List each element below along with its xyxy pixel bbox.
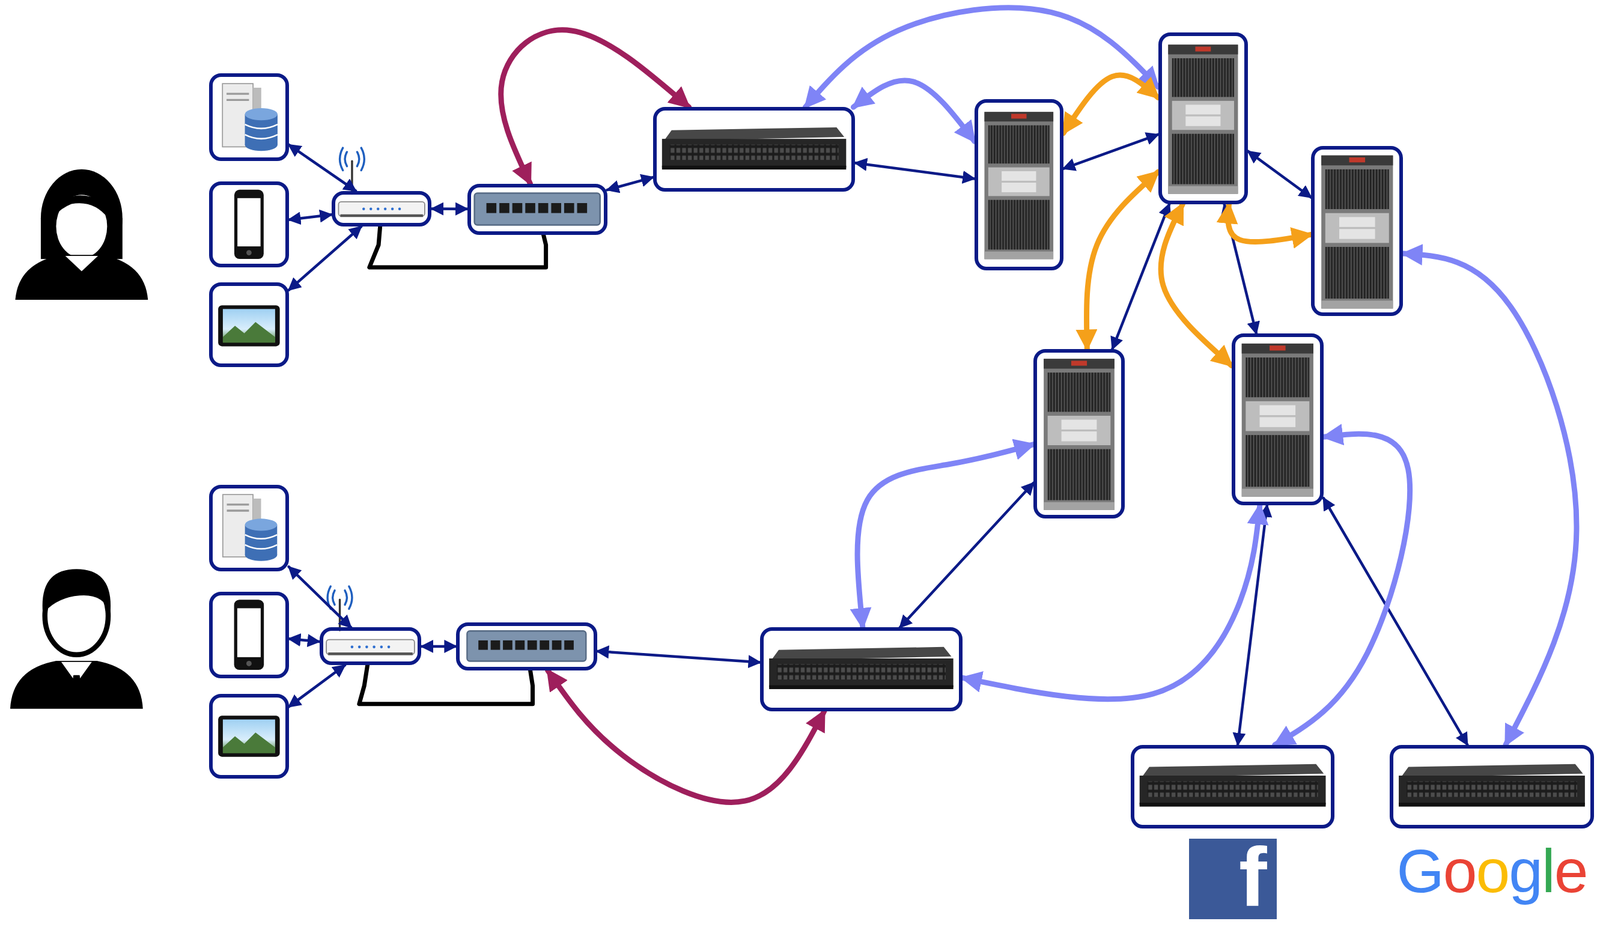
tablet-icon xyxy=(218,715,280,757)
tablet-box xyxy=(209,693,289,779)
switch-icon xyxy=(474,192,601,225)
logo-letter: l xyxy=(1541,836,1555,906)
switch-box xyxy=(760,627,962,711)
switch-icon xyxy=(1139,764,1327,807)
cable-line xyxy=(359,665,533,705)
link-arrow xyxy=(1063,75,1159,134)
link-arrow xyxy=(857,444,1034,628)
link-arrow xyxy=(597,651,761,663)
server-box xyxy=(209,73,289,162)
core-router-box xyxy=(1231,333,1324,505)
phone-icon xyxy=(234,599,265,670)
link-arrow xyxy=(288,144,356,192)
core-router-box xyxy=(1033,349,1125,519)
link-arrow xyxy=(1063,134,1159,169)
logo-letter: o xyxy=(1443,836,1477,906)
phone-box xyxy=(209,181,289,268)
link-arrow xyxy=(501,30,690,184)
link-arrow xyxy=(288,566,352,628)
phone-icon xyxy=(234,189,264,259)
logo-letter: e xyxy=(1554,836,1588,906)
switch-icon xyxy=(662,127,847,170)
link-arrow xyxy=(607,177,654,190)
link-arrow xyxy=(288,665,345,707)
link-arrow xyxy=(900,483,1035,628)
link-arrow xyxy=(1402,253,1577,746)
server-box xyxy=(209,484,289,572)
core-router-icon xyxy=(1168,44,1238,194)
link-arrow xyxy=(962,505,1260,700)
link-arrow xyxy=(288,214,332,220)
core-router-icon xyxy=(1321,155,1393,309)
connector-group xyxy=(288,7,1577,803)
link-arrow xyxy=(1086,171,1158,350)
core-router-icon xyxy=(1241,343,1314,497)
link-arrow xyxy=(421,645,457,649)
core-router-icon xyxy=(984,111,1054,259)
link-arrow xyxy=(854,162,975,179)
core-router-box xyxy=(974,99,1064,271)
switch-icon xyxy=(1398,764,1585,807)
link-arrow xyxy=(805,7,1158,107)
switch-box xyxy=(456,622,597,671)
router-icon xyxy=(326,639,415,656)
phone-box xyxy=(209,591,289,679)
router-box xyxy=(319,627,422,666)
switch-icon xyxy=(466,630,586,661)
link-arrow xyxy=(288,638,320,642)
logo-text: Google xyxy=(1396,840,1587,902)
switch-box: f xyxy=(1130,745,1336,829)
logo-letter: o xyxy=(1476,836,1510,906)
link-arrow xyxy=(1274,433,1411,745)
switch-box xyxy=(653,106,855,192)
logo-letter: g xyxy=(1508,836,1542,906)
router-box xyxy=(331,191,432,227)
logo-letter: G xyxy=(1396,836,1443,906)
link-arrow xyxy=(1237,505,1268,746)
core-router-box xyxy=(1158,32,1248,204)
person-icon xyxy=(15,169,148,300)
server-icon xyxy=(222,494,277,562)
switch-box xyxy=(467,183,608,235)
link-arrow xyxy=(288,226,362,291)
switch-icon xyxy=(769,647,954,690)
tablet-box xyxy=(209,282,289,368)
link-arrow xyxy=(1228,204,1312,243)
router-icon xyxy=(338,201,425,217)
person-icon xyxy=(10,568,143,709)
logo-letter: f xyxy=(1189,838,1277,920)
server-icon xyxy=(222,83,278,151)
link-arrow xyxy=(1323,498,1468,746)
core-router-box xyxy=(1311,146,1403,317)
tablet-icon xyxy=(218,305,280,347)
switch-box: Google xyxy=(1389,745,1594,829)
link-arrow xyxy=(853,80,974,142)
core-router-icon xyxy=(1043,358,1115,511)
link-arrow xyxy=(547,670,825,803)
link-arrow xyxy=(1160,204,1232,366)
link-arrow xyxy=(431,207,467,211)
link-arrow xyxy=(1247,151,1312,198)
